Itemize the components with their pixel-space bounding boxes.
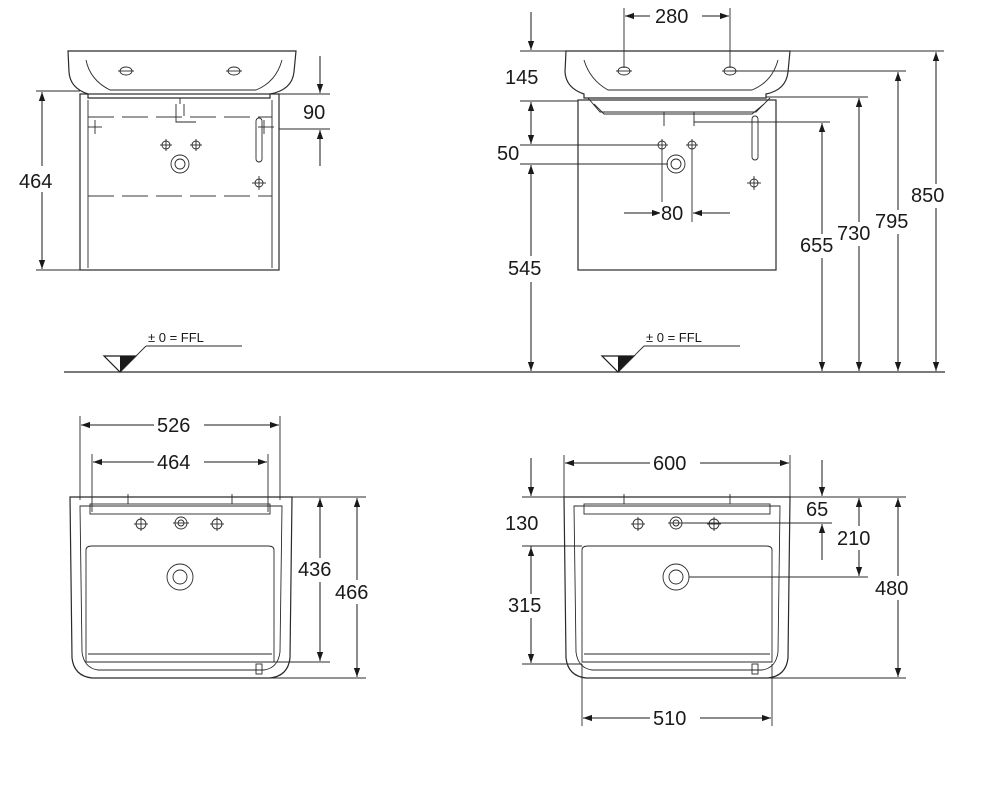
dim-label-145: 145 xyxy=(505,67,538,89)
dim-label-436: 436 xyxy=(298,559,331,581)
drain-icon xyxy=(662,563,690,591)
dim-label-600: 600 xyxy=(653,453,686,475)
dim-600: 600 xyxy=(563,453,791,500)
top-view-right xyxy=(563,494,791,679)
dim-label-464-top: 464 xyxy=(157,452,190,474)
dim-label-480: 480 xyxy=(875,578,908,600)
dim-50: 50 xyxy=(497,106,668,200)
dim-label-466: 466 xyxy=(335,582,368,604)
ffl-marker-left: ± 0 = FFL xyxy=(102,330,242,373)
dim-label-65: 65 xyxy=(806,499,828,521)
dim-210: 210 xyxy=(689,496,880,578)
dim-315: 315 xyxy=(506,547,582,665)
fixing-hole-icon xyxy=(160,139,266,190)
dim-label-545: 545 xyxy=(508,258,541,280)
tap-hole-icon xyxy=(616,66,738,76)
dim-label-526: 526 xyxy=(157,415,190,437)
dim-label-510: 510 xyxy=(653,708,686,730)
dim-526: 526 xyxy=(79,415,281,500)
dim-label-50: 50 xyxy=(497,143,519,165)
front-view-right xyxy=(564,50,791,271)
tap-hole-icon xyxy=(134,516,224,531)
dim-130: 130 xyxy=(505,458,582,547)
top-view-left xyxy=(69,494,293,679)
fixing-hole-icon xyxy=(656,139,761,190)
ffl-marker-right: ± 0 = FFL xyxy=(600,330,740,373)
dim-65: 65 xyxy=(684,460,832,560)
dim-label-730: 730 xyxy=(837,223,870,245)
dim-545: 545 xyxy=(506,165,552,371)
dim-510: 510 xyxy=(581,664,773,730)
front-view-left xyxy=(67,50,297,271)
dim-label-280: 280 xyxy=(655,6,688,28)
dim-795: 795 xyxy=(730,70,916,371)
dim-90: 90 xyxy=(279,56,330,166)
dim-label-464-front: 464 xyxy=(19,171,52,193)
dim-label-850: 850 xyxy=(911,185,944,207)
dim-label-315: 315 xyxy=(508,595,541,617)
tap-hole-icon xyxy=(118,66,242,76)
dim-850: 850 xyxy=(790,50,954,371)
dim-464-width: 464 xyxy=(91,452,269,512)
dim-280: 280 xyxy=(623,6,731,68)
dim-655: 655 xyxy=(694,121,842,371)
dim-label-130: 130 xyxy=(505,513,538,535)
dim-80: 80 xyxy=(624,151,730,225)
dim-466: 466 xyxy=(270,496,378,679)
dim-label-655: 655 xyxy=(800,235,833,257)
dim-label-795: 795 xyxy=(875,211,908,233)
dim-label-90: 90 xyxy=(303,102,325,124)
tap-hole-icon xyxy=(631,516,721,531)
ffl-label-right: ± 0 = FFL xyxy=(646,330,702,345)
dim-label-210: 210 xyxy=(837,528,870,550)
dim-436: 436 xyxy=(274,496,340,663)
ffl-label-left: ± 0 = FFL xyxy=(148,330,204,345)
dim-464-height: 464 xyxy=(16,90,80,271)
drain-icon xyxy=(166,563,194,591)
dim-label-80: 80 xyxy=(661,203,683,225)
dim-730: 730 xyxy=(766,96,878,371)
dim-480: 480 xyxy=(768,496,918,679)
dim-145: 145 xyxy=(505,12,578,140)
